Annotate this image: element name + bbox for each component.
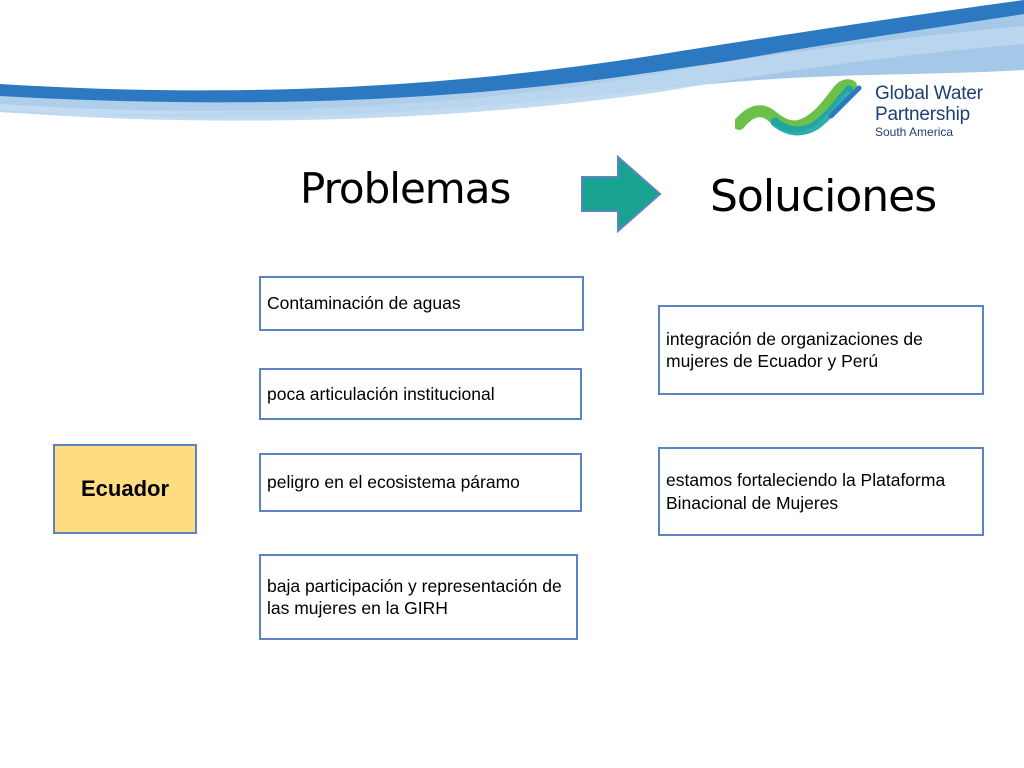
- problem-box-3: peligro en el ecosistema páramo: [259, 453, 582, 512]
- logo-wordmark: Global Water Partnership South America: [875, 84, 983, 138]
- problems-heading: Problemas: [300, 164, 511, 213]
- water-stroke-icon: [733, 79, 862, 136]
- logo-line-2: Partnership: [875, 104, 970, 125]
- problem-box-2: poca articulación institucional: [259, 368, 582, 420]
- solution-box-1: integración de organizaciones de mujeres…: [658, 305, 984, 395]
- wave-light-band: [0, 26, 1024, 121]
- header-wave-decoration: [0, 0, 1024, 121]
- problem-box-1: Contaminación de aguas: [259, 276, 584, 331]
- wave-main-band: [0, 0, 1024, 111]
- solutions-heading: Soluciones: [710, 171, 937, 222]
- gwp-logo: [733, 76, 1005, 148]
- right-arrow-icon: [581, 155, 662, 233]
- solution-box-2: estamos fortaleciendo la Plataforma Bina…: [658, 447, 984, 536]
- logo-line-1: Global Water: [875, 83, 983, 104]
- logo-line-3: South America: [875, 125, 954, 139]
- country-box: Ecuador: [53, 444, 197, 534]
- problem-box-4: baja participación y representación de l…: [259, 554, 578, 640]
